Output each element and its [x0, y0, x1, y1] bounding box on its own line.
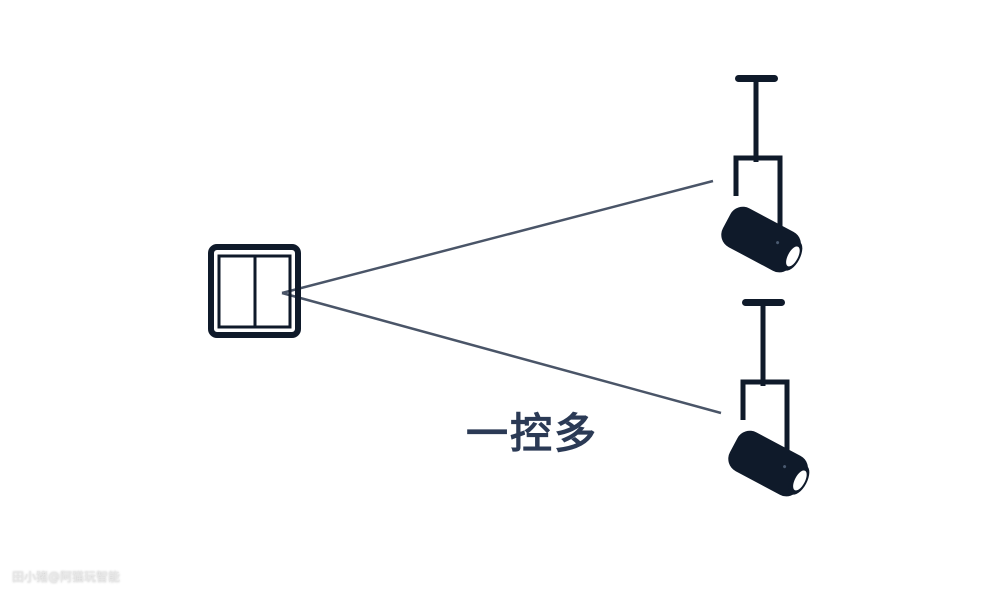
watermark: 田小猪@阿猫玩智能 — [12, 570, 121, 584]
track-spotlight-icon — [716, 75, 809, 279]
track-spotlight-icon — [723, 299, 816, 503]
connection-line-1 — [281, 179, 714, 295]
double-rocker-switch-icon — [208, 244, 301, 338]
connection-line-2 — [281, 291, 722, 415]
diagram-caption: 一控多 — [466, 409, 599, 458]
